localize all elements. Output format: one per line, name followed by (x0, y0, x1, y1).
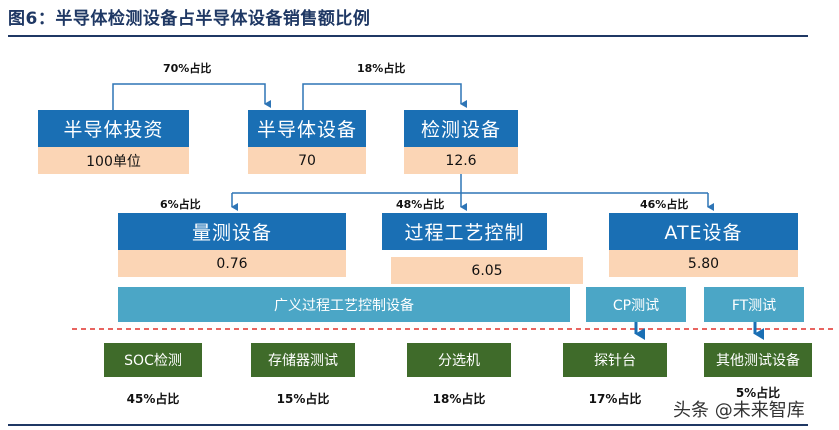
pct-soc-test: 45%占比 (126, 392, 180, 406)
node-test-equipment-value: 12.6 (404, 147, 518, 174)
node-broad-process-control-equipment: 广义过程工艺控制设备 (118, 287, 570, 322)
bottom-divider (8, 424, 808, 426)
node-metrology-equipment-value: 0.76 (118, 250, 346, 277)
node-metrology-equipment: 量测设备 (118, 213, 346, 250)
node-other-test-equipment: 其他测试设备 (704, 343, 812, 377)
watermark: 头条 @未来智库 (673, 400, 805, 421)
ratio-label-ate: 46%占比 (640, 198, 689, 211)
node-semiconductor-equipment-value: 70 (248, 147, 366, 174)
title-divider (8, 35, 808, 37)
pct-prober: 17%占比 (588, 392, 642, 406)
node-memory-test: 存储器测试 (251, 343, 355, 377)
node-process-control: 过程工艺控制 (382, 213, 547, 250)
node-ate-equipment-value: 5.80 (609, 250, 798, 277)
ratio-label-metrology: 6%占比 (160, 198, 201, 211)
pct-sorter: 18%占比 (432, 392, 486, 406)
node-sorter: 分选机 (407, 343, 511, 377)
node-ft-test: FT测试 (704, 287, 804, 322)
pct-memory-test: 15%占比 (276, 392, 330, 406)
ratio-label-process: 48%占比 (396, 198, 445, 211)
node-semiconductor-equipment: 半导体设备 (248, 110, 366, 147)
ratio-label-invest-to-equip: 70%占比 (163, 62, 212, 75)
ratio-label-equip-to-test: 18%占比 (357, 62, 406, 75)
node-prober: 探针台 (563, 343, 667, 377)
arrow-equip-to-test (302, 83, 467, 110)
node-ate-equipment: ATE设备 (609, 213, 798, 250)
figure-title: 图6：半导体检测设备占半导体设备销售额比例 (8, 9, 371, 29)
node-semiconductor-investment-value: 100单位 (38, 147, 189, 174)
node-cp-test: CP测试 (586, 287, 686, 322)
pct-other-test-equipment: 5%占比 (735, 386, 781, 400)
node-soc-test: SOC检测 (104, 343, 202, 377)
arrow-invest-to-equip (112, 83, 271, 110)
node-semiconductor-investment: 半导体投资 (38, 110, 189, 147)
node-process-control-value: 6.05 (391, 257, 583, 284)
node-test-equipment: 检测设备 (404, 110, 518, 147)
